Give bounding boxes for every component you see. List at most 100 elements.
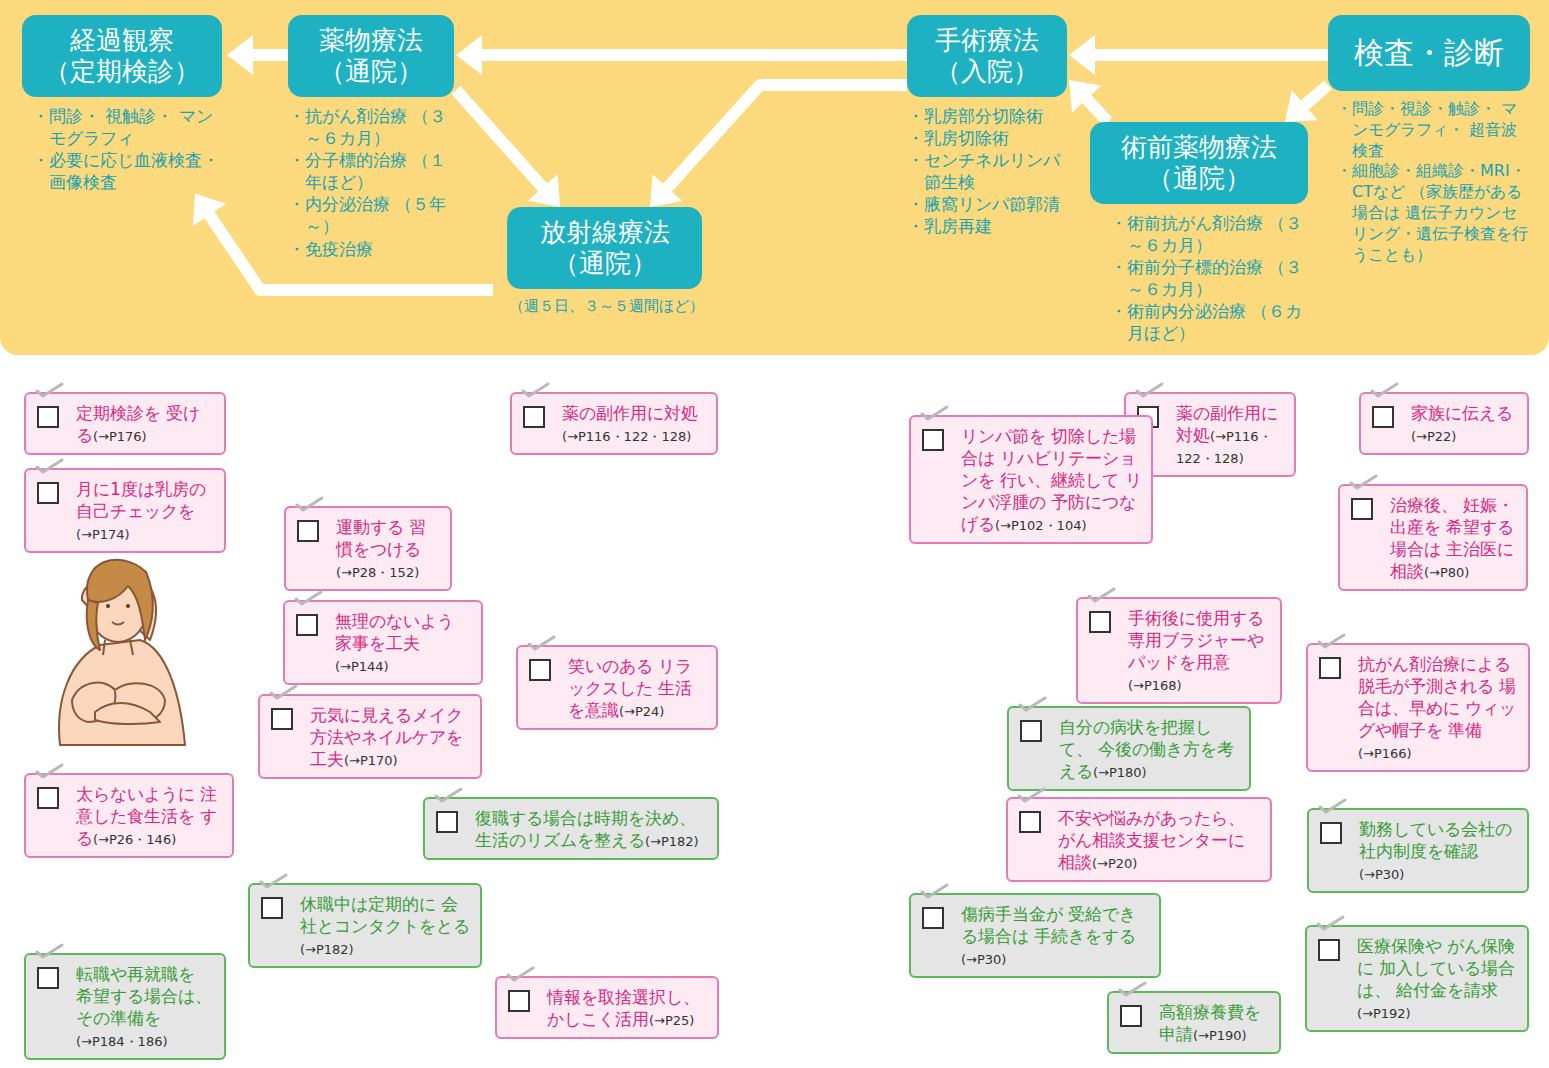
task-text-block: 抗がん剤治療による 脱毛が予測される 場合は、早めに ウィッグや帽子を 準備(→… [1358, 653, 1520, 763]
check-mark [1349, 473, 1379, 493]
check-box [1320, 822, 1342, 844]
step-detail: ・問診・視診・触診・ マンモグラフィ・ 超音波検査 [1336, 99, 1533, 161]
step-title: 経過観察 （定期検診） [22, 15, 222, 97]
task-text-block: 無理のないよう 家事を工夫(→P144) [335, 610, 473, 676]
step-detail: ・免疫治療 [288, 238, 456, 260]
treatment-step: 検査・診断・問診・視診・触診・ マンモグラフィ・ 超音波検査・細胞診・組織診・M… [1328, 15, 1533, 265]
task-text: 手術後に使用する 専用ブラジャーや パッドを用意 [1128, 608, 1264, 672]
checklist-item: 情報を取捨選択し、 かしこく活用(→P25) [495, 976, 719, 1039]
task-text: 傷病手当金が 受給できる場合は 手続きをする [961, 904, 1136, 946]
checklist-item: 定期検診を 受ける(→P176) [24, 392, 226, 455]
arrow-head [528, 174, 560, 207]
task-text-block: 勤務している会社の 社内制度を確認(→P30) [1359, 818, 1519, 884]
check-box [508, 990, 530, 1012]
task-text-block: 月に1度は乳房の 自己チェックを(→P174) [76, 478, 216, 544]
checklist-item: 太らないように 注意した食生活を する(→P26・146) [24, 773, 234, 858]
check-box [37, 406, 59, 428]
task-text-block: 笑いのある リラックスした 生活を意識(→P24) [568, 655, 708, 721]
page-ref: (→P25) [649, 1013, 694, 1028]
check-box [436, 811, 458, 833]
check-mark [35, 457, 65, 477]
task-text-block: 薬の副作用に対処 (→P116・122・128) [562, 402, 708, 446]
check-mark [1118, 980, 1148, 1000]
step-detail: ・術前分子標的治療 （３～６カ月） [1110, 256, 1312, 300]
task-text-block: 家族に伝える(→P22) [1411, 402, 1519, 446]
task-text: 医療保険や がん保険に 加入している場合は、 給付金を請求 [1357, 936, 1515, 1000]
checklist-item: 無理のないよう 家事を工夫(→P144) [283, 600, 483, 685]
check-box [1089, 611, 1111, 633]
step-detail: ・センチネルリンパ 節生検 [907, 149, 1069, 193]
flow-arrow [456, 35, 907, 75]
arrow-shaft [1093, 49, 1328, 61]
checklist-item: 月に1度は乳房の 自己チェックを(→P174) [24, 468, 226, 553]
check-box [1318, 939, 1340, 961]
check-box [37, 787, 59, 809]
step-detail: ・乳房再建 [907, 215, 1069, 237]
check-mark [1316, 914, 1346, 934]
check-box [297, 520, 319, 542]
check-mark [1017, 786, 1047, 806]
check-box [1351, 498, 1373, 520]
task-text-block: 傷病手当金が 受給できる場合は 手続きをする (→P30) [961, 903, 1151, 969]
task-text: 休職中は定期的に 会社とコンタクトをとる [300, 894, 470, 936]
task-text: 自分の病状を把握して、 今後の働き方を考える [1059, 717, 1234, 781]
check-stroke [1120, 983, 1145, 995]
arrow-shaft [1085, 98, 1108, 122]
flow-arrow [1285, 85, 1328, 122]
arrow-shaft [666, 85, 907, 189]
page-ref: (→P192) [1357, 1006, 1411, 1021]
check-mark [920, 882, 950, 902]
step-detail: ・問診・ 視触診・ マンモグラフィ [32, 105, 227, 149]
step-title: 検査・診断 [1328, 15, 1530, 91]
checklist-item: 運動する 習慣をつける(→P28・152) [284, 506, 452, 591]
checklist-item: 復職する場合は時期を決め、 生活のリズムを整える(→P182) [423, 797, 719, 860]
page-ref: (→P30) [1359, 867, 1404, 882]
flow-arrow [650, 85, 907, 207]
step-detail: ・分子標的治療 （１年ほど） [288, 149, 456, 193]
check-box [296, 614, 318, 636]
step-detail: ・抗がん剤治療 （３～６カ月） [288, 105, 456, 149]
page-ref: (→P180) [1093, 765, 1147, 780]
check-box [1319, 657, 1341, 679]
step-title: 薬物療法 （通院） [288, 15, 454, 97]
task-text: 不安や悩みがあったら、 がん相談支援センターに 相談 [1058, 808, 1245, 872]
step-detail: ・必要に応じ血液検査・ 画像検査 [32, 149, 227, 193]
treatment-step: 術前薬物療法 （通院）・術前抗がん剤治療 （３～６カ月）・術前分子標的治療 （３… [1090, 122, 1312, 345]
task-text: リンパ節を 切除した場合は リハビリテーションを 行い、継続して リンパ浮腫の … [961, 426, 1142, 534]
check-box [1019, 811, 1041, 833]
check-stroke [1351, 476, 1376, 488]
checklist-item: 抗がん剤治療による 脱毛が予測される 場合は、早めに ウィッグや帽子を 準備(→… [1306, 643, 1530, 772]
task-text-block: 休職中は定期的に 会社とコンタクトをとる(→P182) [300, 893, 472, 959]
page-ref: (→P30) [961, 952, 1006, 967]
check-mark [259, 872, 289, 892]
arrow-shaft [208, 213, 493, 290]
check-stroke [37, 765, 62, 777]
check-box [37, 482, 59, 504]
checklist-item: 不安や悩みがあったら、 がん相談支援センターに 相談(→P20) [1006, 797, 1272, 882]
task-text: 薬の副作用に対処 [562, 403, 698, 423]
task-text-block: 治療後、 妊娠・出産を 希望する場合は 主治医に相談(→P80) [1390, 494, 1518, 582]
check-mark [1370, 381, 1400, 401]
check-mark [1318, 797, 1348, 817]
check-mark [434, 786, 464, 806]
page-ref: (→P24) [619, 704, 664, 719]
flow-arrow [456, 90, 560, 207]
page-ref: (→P116・122・128) [562, 429, 691, 444]
page-ref: (→P190) [1193, 1028, 1247, 1043]
check-mark [527, 634, 557, 654]
checklist-item: 休職中は定期的に 会社とコンタクトをとる(→P182) [248, 883, 482, 968]
checklist-item: 笑いのある リラックスした 生活を意識(→P24) [516, 645, 718, 730]
check-mark [35, 381, 65, 401]
page-ref: (→P184・186) [76, 1034, 168, 1049]
arrow-shaft [251, 49, 288, 61]
checklist-item: 治療後、 妊娠・出産を 希望する場合は 主治医に相談(→P80) [1338, 484, 1528, 591]
step-title: 術前薬物療法 （通院） [1090, 122, 1308, 204]
arrow-head [1069, 35, 1095, 75]
woman-illustration [59, 560, 185, 745]
page-ref: (→P176) [93, 429, 147, 444]
check-mark [1317, 632, 1347, 652]
page-ref: (→P182) [645, 834, 699, 849]
check-stroke [37, 460, 62, 472]
